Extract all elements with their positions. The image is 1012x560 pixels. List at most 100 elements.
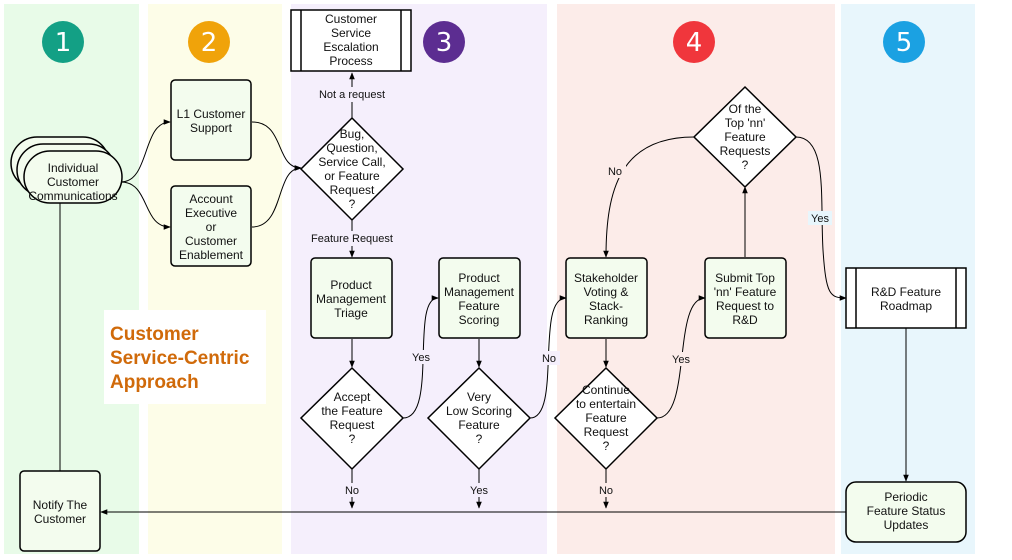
svg-text:Request: Request [330, 183, 375, 197]
connectors [59, 72, 909, 515]
label-no-lowscore: No [542, 353, 556, 365]
svg-text:'nn' Feature: 'nn' Feature [714, 285, 777, 299]
svg-text:Scoring: Scoring [459, 313, 500, 327]
label-yes-accept: Yes [412, 352, 430, 364]
svg-text:Feature: Feature [585, 411, 627, 425]
svg-text:Feature: Feature [458, 418, 500, 432]
nodes [10, 9, 967, 552]
svg-text:Submit Top: Submit Top [715, 271, 775, 285]
svg-text:or: or [206, 220, 217, 234]
label-account-executive: Account Executive or Customer Enablement [179, 192, 244, 262]
lane-badge-2-label: 2 [201, 28, 218, 58]
lane-badge-3 [423, 21, 465, 63]
label-yes-lowscore: Yes [470, 485, 488, 497]
svg-text:to entertain: to entertain [576, 397, 636, 411]
lane-badge-4-label: 4 [686, 28, 703, 58]
svg-text:Customer: Customer [47, 175, 99, 189]
svg-text:Triage: Triage [334, 306, 368, 320]
label-rd-roadmap: R&D Feature Roadmap [871, 285, 941, 313]
label-notify-customer: Notify The Customer [33, 498, 88, 526]
label-status-updates: Periodic Feature Status Updates [867, 490, 946, 532]
label-continue-decision: Continue to entertain Feature Request ? [576, 383, 636, 453]
svg-text:Enablement: Enablement [179, 248, 244, 262]
svg-text:Continue: Continue [582, 383, 630, 397]
label-no-continue: No [599, 485, 613, 497]
svg-text:Ranking: Ranking [584, 313, 628, 327]
svg-text:Bug,: Bug, [340, 127, 365, 141]
svg-text:Feature: Feature [458, 299, 500, 313]
svg-text:Customer: Customer [325, 12, 377, 26]
title-line-1: Customer [110, 324, 199, 345]
svg-text:Account: Account [189, 192, 233, 206]
node-of-top-decision [692, 85, 798, 189]
svg-text:Very: Very [467, 390, 491, 404]
svg-text:Support: Support [190, 121, 233, 135]
edge-l1-to-decision [251, 121, 302, 171]
lane-badge-2 [188, 21, 230, 63]
node-pm-scoring [438, 257, 521, 339]
svg-text:Service Call,: Service Call, [318, 155, 385, 169]
node-submit-top [704, 257, 787, 339]
label-yes-continue: Yes [672, 354, 690, 366]
svg-text:Stack-: Stack- [589, 299, 623, 313]
svg-text:Accept: Accept [334, 390, 371, 404]
svg-text:?: ? [349, 432, 356, 446]
svg-text:Process: Process [329, 54, 372, 68]
svg-text:Notify The: Notify The [33, 498, 88, 512]
label-pm-triage: Product Management Triage [316, 278, 387, 320]
edge-oftop-yes-to-roadmap [795, 136, 847, 301]
node-notify-customer [19, 470, 101, 552]
label-accept-decision: Accept the Feature Request ? [321, 390, 383, 446]
svg-text:the Feature: the Feature [321, 404, 383, 418]
svg-text:Updates: Updates [884, 518, 929, 532]
svg-text:?: ? [603, 439, 610, 453]
edge-labels: Not a request Feature Request Yes No No … [306, 87, 832, 497]
svg-text:Management: Management [316, 292, 387, 306]
svg-text:Question,: Question, [326, 141, 377, 155]
label-not-a-request: Not a request [319, 89, 385, 101]
label-of-top-decision: Of the Top 'nn' Feature Requests ? [720, 102, 771, 172]
node-account-executive [170, 185, 252, 267]
svg-text:Requests: Requests [720, 144, 771, 158]
svg-text:?: ? [349, 197, 356, 211]
svg-text:?: ? [742, 158, 749, 172]
edge-account-to-decision [251, 165, 302, 228]
diagram-title: Customer Service-Centric Approach [104, 310, 266, 404]
node-status-updates [845, 481, 967, 543]
lane-1 [4, 4, 139, 554]
lane-badge-1-label: 1 [55, 28, 72, 58]
title-line-3: Approach [110, 372, 199, 393]
title-line-2: Service-Centric [110, 348, 250, 369]
svg-text:Request: Request [330, 418, 375, 432]
node-stakeholder-voting [565, 257, 648, 339]
node-l1-support [170, 79, 252, 161]
lane-badges: 1 2 3 4 5 [42, 21, 925, 63]
svg-text:R&D: R&D [732, 313, 758, 327]
svg-text:Stakeholder: Stakeholder [574, 271, 638, 285]
node-low-scoring-decision [426, 366, 532, 471]
node-labels: Individual Customer Communications L1 Cu… [28, 12, 945, 532]
svg-text:or Feature: or Feature [324, 169, 380, 183]
lane-badge-5-label: 5 [896, 28, 913, 58]
label-l1-support: L1 Customer Support [177, 107, 246, 135]
svg-text:Request to: Request to [716, 299, 774, 313]
svg-text:Executive: Executive [185, 206, 237, 220]
label-yes-oftop: Yes [811, 213, 829, 225]
svg-text:Low Scoring: Low Scoring [446, 404, 512, 418]
edge-individual-to-account [120, 181, 171, 230]
svg-text:Voting &: Voting & [584, 285, 629, 299]
lane-badge-1 [42, 21, 84, 63]
label-escalation-process: Customer Service Escalation Process [323, 12, 378, 68]
svg-text:Product: Product [458, 271, 500, 285]
svg-text:Roadmap: Roadmap [880, 299, 932, 313]
label-stakeholder-voting: Stakeholder Voting & Stack- Ranking [574, 271, 638, 327]
node-escalation-process [290, 9, 412, 72]
label-low-scoring-decision: Very Low Scoring Feature ? [446, 390, 512, 446]
svg-text:Service: Service [331, 26, 371, 40]
svg-text:R&D Feature: R&D Feature [871, 285, 941, 299]
lane-badge-4 [673, 21, 715, 63]
label-individual-communications: Individual Customer Communications [28, 161, 117, 203]
svg-text:Of the: Of the [729, 102, 762, 116]
svg-text:Periodic: Periodic [884, 490, 927, 504]
